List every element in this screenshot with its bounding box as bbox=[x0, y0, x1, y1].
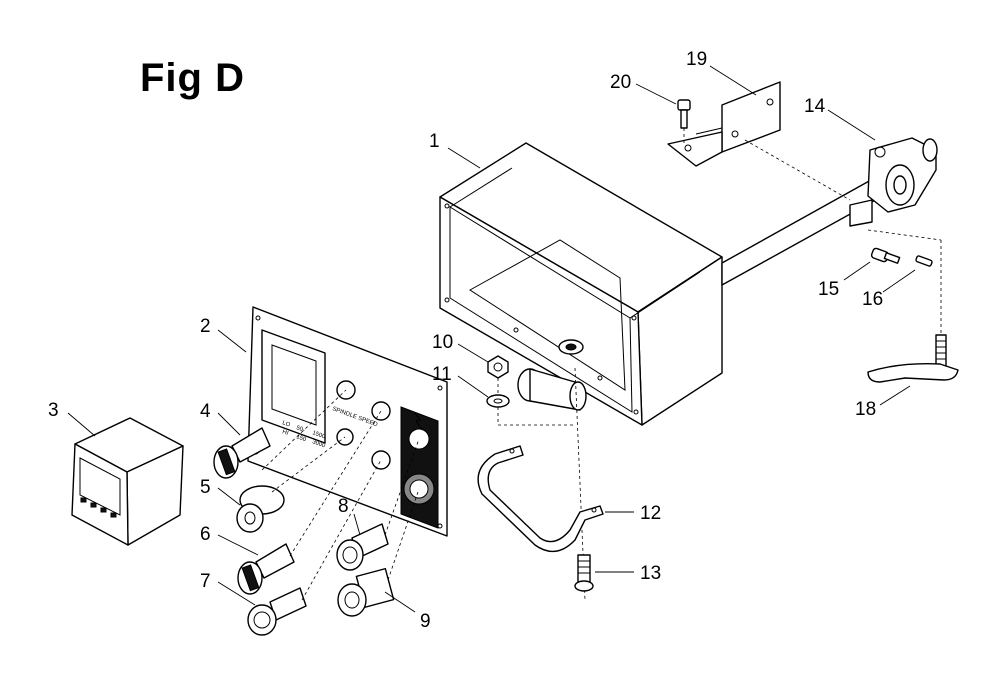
callout-6: 6 bbox=[200, 524, 211, 545]
panel-label-150: 150 bbox=[295, 434, 307, 443]
callout-16: 16 bbox=[862, 289, 883, 310]
part-2-front-panel: SPINDLE SPEED LO HI 50- 150 1500 3000 bbox=[247, 306, 448, 537]
panel-label-1500: 1500 bbox=[311, 430, 326, 440]
part-16-set-screw bbox=[915, 255, 933, 267]
callout-14: 14 bbox=[804, 96, 826, 117]
part-10-nut bbox=[487, 355, 509, 379]
callout-11: 11 bbox=[432, 364, 452, 385]
callout-4: 4 bbox=[200, 401, 211, 422]
callout-1: 1 bbox=[429, 131, 440, 152]
strain-relief-fitting bbox=[517, 368, 587, 411]
callout-numbers: 1 2 3 4 5 6 7 8 9 10 11 12 13 14 15 16 1… bbox=[48, 49, 883, 632]
callout-19: 19 bbox=[686, 49, 707, 70]
part-1-control-box bbox=[439, 142, 723, 426]
callout-2: 2 bbox=[200, 316, 211, 337]
part-8-push-button bbox=[336, 523, 389, 571]
panel-label-hi: HI bbox=[281, 429, 289, 437]
part-12-handle bbox=[477, 445, 604, 553]
callout-9: 9 bbox=[420, 611, 431, 632]
part-4-selector-switch bbox=[213, 427, 271, 479]
callout-12: 12 bbox=[640, 503, 661, 524]
callout-3: 3 bbox=[48, 400, 59, 421]
part-5-cam-switch bbox=[236, 485, 285, 533]
part-6-selector-switch bbox=[237, 543, 295, 595]
part-18-lever bbox=[867, 240, 959, 383]
part-15-screw bbox=[870, 247, 901, 264]
callout-5: 5 bbox=[200, 477, 211, 498]
panel-label-3000: 3000 bbox=[311, 439, 326, 449]
callout-10: 10 bbox=[432, 332, 453, 353]
part-13-screw bbox=[574, 554, 594, 592]
callout-8: 8 bbox=[338, 496, 349, 517]
part-11-washer bbox=[486, 394, 510, 408]
part-19-bracket bbox=[667, 81, 781, 167]
part-14-arm bbox=[721, 137, 938, 286]
leader-lines bbox=[67, 65, 916, 613]
callout-15: 15 bbox=[818, 279, 839, 300]
panel-label-lo: LO bbox=[281, 420, 291, 428]
callout-13: 13 bbox=[640, 563, 661, 584]
callout-7: 7 bbox=[200, 571, 211, 592]
panel-label-50: 50- bbox=[295, 425, 305, 434]
callout-20: 20 bbox=[610, 72, 631, 93]
part-9-emergency-stop bbox=[337, 567, 395, 617]
part-7-pilot-lamp bbox=[247, 587, 307, 636]
callout-18: 18 bbox=[855, 399, 876, 420]
part-3-controller bbox=[71, 417, 184, 546]
figure-title: Fig D bbox=[140, 56, 245, 100]
part-20-screw bbox=[677, 99, 691, 143]
